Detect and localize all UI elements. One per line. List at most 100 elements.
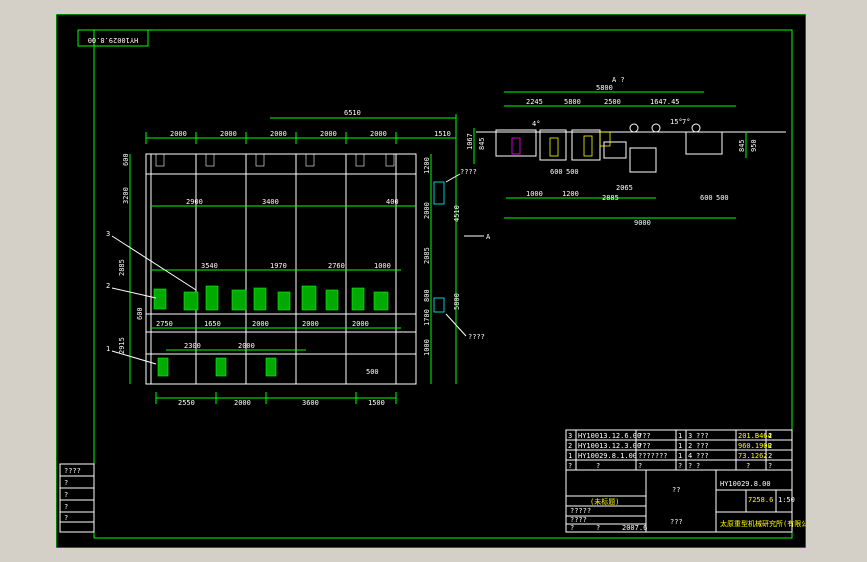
plan-view: 2000 2000 2000 2000 2000 1510 6510: [106, 109, 491, 407]
svg-text:2000: 2000: [302, 320, 319, 328]
svg-text:2000: 2000: [252, 320, 269, 328]
parts-row-0: 3 HY10013.12.6.00 ??? 1 3 ??? 201.B464 2: [568, 432, 772, 440]
callout-2: 2: [106, 282, 110, 290]
svg-text:1650: 1650: [204, 320, 221, 328]
svg-text:????: ????: [570, 516, 587, 524]
svg-text:600: 600: [122, 153, 130, 166]
section-marker-a: A: [486, 233, 491, 241]
svg-text:1970: 1970: [270, 262, 287, 270]
svg-text:?: ?: [64, 491, 68, 499]
svg-text:5800: 5800: [564, 98, 581, 106]
svg-text:2750: 2750: [156, 320, 173, 328]
inner-border: [93, 29, 793, 539]
svg-text:1: 1: [678, 452, 682, 460]
parts-row-3: ? ? ? ? ? ? ? ?: [568, 462, 772, 470]
svg-text:?: ?: [678, 462, 682, 470]
svg-text:?: ?: [768, 462, 772, 470]
svg-text:2915: 2915: [118, 337, 126, 354]
svg-text:845: 845: [738, 139, 746, 152]
callout-3: 3: [106, 230, 110, 238]
svg-text:5800: 5800: [596, 84, 613, 92]
svg-text:????: ????: [468, 333, 485, 341]
svg-text:?: ?: [64, 503, 68, 511]
svg-text:600: 600: [550, 168, 563, 176]
cad-viewport[interactable]: HY10029.8.00 ???? ? ? ? ? 2000 2000 2000…: [56, 14, 806, 548]
svg-text:1000: 1000: [423, 339, 431, 356]
svg-text:?: ?: [596, 524, 600, 532]
svg-text:1000: 1000: [374, 262, 391, 270]
svg-text:73.1262: 73.1262: [738, 452, 768, 460]
svg-text:1500: 1500: [368, 399, 385, 407]
title-block-part-number: HY10029.8.00: [720, 480, 771, 488]
svg-text:2300: 2300: [184, 342, 201, 350]
svg-text:????: ????: [460, 168, 477, 176]
title-block-material: ???: [670, 518, 683, 526]
section-label: A ?: [612, 76, 625, 84]
svg-text:?: ?: [688, 462, 692, 470]
svg-text:2000: 2000: [238, 342, 255, 350]
svg-text:2760: 2760: [328, 262, 345, 270]
svg-text:2: 2: [768, 452, 772, 460]
svg-text:1510: 1510: [434, 130, 451, 138]
svg-text:1200: 1200: [562, 190, 579, 198]
svg-text:2000: 2000: [220, 130, 237, 138]
svg-text:2245: 2245: [526, 98, 543, 106]
svg-text:600: 600: [136, 307, 144, 320]
svg-text:3600: 3600: [302, 399, 319, 407]
svg-text:3: 3: [688, 432, 692, 440]
svg-text:2000: 2000: [423, 202, 431, 219]
svg-text:2000: 2000: [234, 399, 251, 407]
svg-text:500: 500: [366, 368, 379, 376]
rotated-drawing-number: HY10029.8.00: [88, 36, 139, 44]
svg-text:???????: ???????: [638, 452, 668, 460]
elevation-overall-dim: 9000: [634, 219, 651, 227]
svg-text:?: ?: [638, 462, 642, 470]
rotated-number-box: [77, 29, 149, 47]
svg-text:???: ???: [638, 442, 651, 450]
svg-text:1067: 1067: [466, 133, 474, 150]
parts-row-1: 2 HY10013.12.3.00 ??? 1 2 ??? 960.1900 2: [568, 442, 772, 450]
svg-text:600: 600: [700, 194, 713, 202]
svg-text:2: 2: [768, 442, 772, 450]
svg-text:500: 500: [566, 168, 579, 176]
svg-text:?: ?: [64, 514, 68, 522]
svg-text:4: 4: [688, 452, 692, 460]
svg-text:7°: 7°: [682, 118, 690, 126]
svg-text:15°: 15°: [670, 118, 683, 126]
svg-text:2: 2: [568, 442, 572, 450]
title-block-company: 太原重型机械研究所(有限公司): [720, 519, 806, 528]
svg-text:845: 845: [478, 137, 486, 150]
svg-text:2065: 2065: [616, 184, 633, 192]
svg-text:3400: 3400: [262, 198, 279, 206]
parts-row-2: 1 HY10029.8.1.00 ??????? 1 4 ??? 73.1262…: [568, 452, 772, 460]
svg-text:960.1900: 960.1900: [738, 442, 772, 450]
svg-text:???: ???: [638, 432, 651, 440]
svg-text:2000: 2000: [270, 130, 287, 138]
svg-text:1647.45: 1647.45: [650, 98, 680, 106]
callout-1: 1: [106, 345, 110, 353]
title-block: HY10029.8.00 ?? ??? 7258.6 1:50 太原重型机械研究…: [565, 469, 806, 533]
svg-text:?: ?: [696, 462, 700, 470]
svg-text:5800: 5800: [453, 293, 461, 310]
svg-text:?: ?: [596, 462, 600, 470]
elevation-view: A ? 5800 2245 5800 2500 1647.45 4° 15° 7…: [466, 76, 786, 227]
svg-text:???: ???: [696, 442, 709, 450]
svg-text:?: ?: [570, 524, 574, 532]
svg-text:???: ???: [696, 452, 709, 460]
svg-text:????: ????: [64, 467, 81, 475]
svg-text:3540: 3540: [201, 262, 218, 270]
svg-text:3200: 3200: [122, 187, 130, 204]
svg-text:2000: 2000: [170, 130, 187, 138]
svg-text:1: 1: [568, 452, 572, 460]
svg-text:1200: 1200: [423, 157, 431, 174]
overall-top-dim: 6510: [344, 109, 361, 117]
svg-text:2550: 2550: [178, 399, 195, 407]
side-table: ???? ? ? ? ?: [59, 463, 95, 533]
title-block-weight: 7258.6: [748, 496, 773, 504]
svg-text:4510: 4510: [453, 205, 461, 222]
svg-text:2085: 2085: [423, 247, 431, 264]
svg-text:2000: 2000: [320, 130, 337, 138]
svg-text:HY10013.12.3.00: HY10013.12.3.00: [578, 442, 641, 450]
title-block-title: ??: [672, 486, 680, 494]
title-block-stamp: (未标题): [590, 497, 619, 506]
